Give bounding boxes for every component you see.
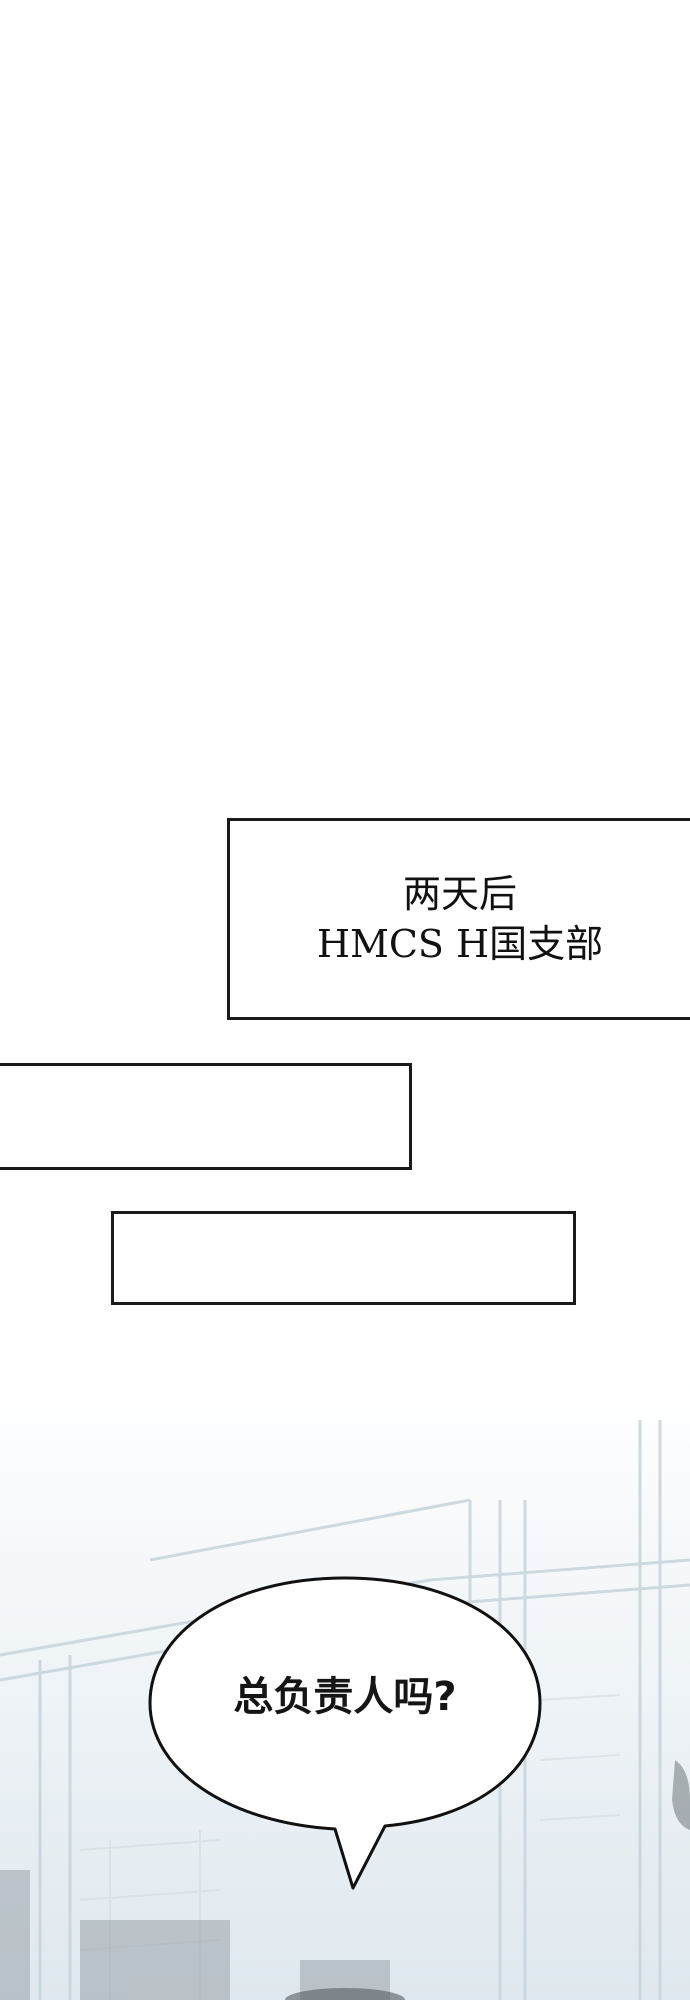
caption-line-location: HMCS H国支部 — [316, 922, 604, 966]
speech-bubble — [148, 1576, 542, 1890]
empty-caption-box-1 — [0, 1063, 412, 1170]
caption-box: 两天后 HMCS H国支部 — [227, 818, 690, 1020]
caption-line-time: 两天后 — [402, 872, 517, 916]
speech-bubble-text: 总负责人吗? — [233, 1674, 457, 1720]
empty-caption-box-2 — [111, 1211, 576, 1305]
